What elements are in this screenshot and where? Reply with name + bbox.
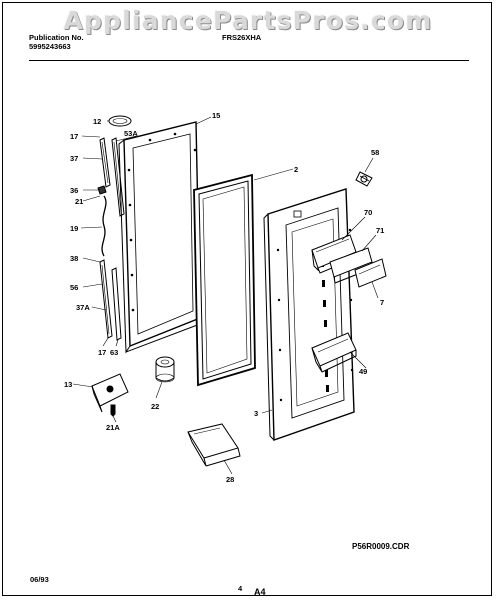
- part-53a-trim-strip: [111, 137, 125, 217]
- label-28: 28: [226, 475, 234, 484]
- part-56-trim-strip: [99, 259, 122, 341]
- label-70: 70: [364, 208, 372, 217]
- label-37a: 37A: [76, 303, 90, 312]
- part-labels: 12 17 53A 15 37 36 21 19 38 56 37A 17 63…: [64, 111, 384, 484]
- file-name: P56R0009.CDR: [352, 542, 410, 551]
- label-71: 71: [376, 226, 384, 235]
- publication-label: Publication No.: [29, 33, 84, 42]
- page-number: 4: [238, 584, 243, 593]
- label-3: 3: [254, 409, 258, 418]
- part-15-door-panel: [118, 121, 201, 354]
- label-13: 13: [64, 380, 72, 389]
- model-number: FRS26XHA: [222, 33, 262, 42]
- label-17b: 17: [98, 348, 106, 357]
- part-19-wire-harness: [101, 195, 107, 257]
- label-7: 7: [380, 298, 384, 307]
- label-36: 36: [70, 186, 78, 195]
- part-21a-hinge-pin: [110, 404, 116, 417]
- label-17: 17: [70, 132, 78, 141]
- part-7-dairy-door: [354, 258, 387, 288]
- part-22-bushing: [155, 356, 175, 383]
- part-3-door-liner: [263, 188, 355, 441]
- label-37: 37: [70, 154, 78, 163]
- label-53a: 53A: [124, 129, 138, 138]
- leader-lines: [72, 116, 379, 475]
- part-28-bottom-bin: [187, 423, 241, 467]
- label-38: 38: [70, 254, 78, 263]
- part-13-hinge-bracket: [91, 373, 129, 413]
- label-21a: 21A: [106, 423, 120, 432]
- part-58-screw: [355, 171, 373, 187]
- part-12-cap: [108, 115, 132, 127]
- publication-number: 5995243663: [29, 42, 71, 51]
- label-19: 19: [70, 224, 78, 233]
- label-2: 2: [294, 165, 298, 174]
- footer-date: 06/93: [30, 575, 49, 584]
- label-49: 49: [359, 367, 367, 376]
- label-22: 22: [151, 402, 159, 411]
- label-56: 56: [70, 283, 78, 292]
- label-15: 15: [212, 111, 220, 120]
- part-37-trim-strip: [97, 137, 111, 195]
- section-code: A4: [254, 587, 266, 597]
- label-21: 21: [75, 197, 83, 206]
- header-divider: [29, 60, 469, 61]
- label-63: 63: [110, 348, 118, 357]
- part-2-door-gasket: [193, 173, 256, 387]
- label-12: 12: [93, 117, 101, 126]
- label-58: 58: [371, 148, 379, 157]
- part-49-door-bin: [311, 332, 357, 373]
